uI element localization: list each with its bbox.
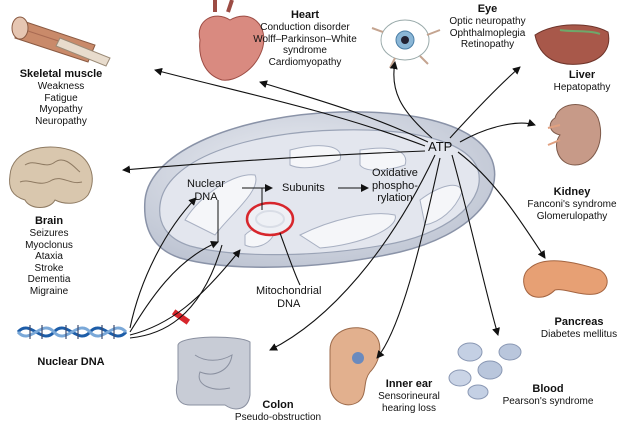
skeletal-muscle-label: Skeletal muscle Weakness Fatigue Myopath…	[6, 68, 116, 127]
eye-icon	[371, 19, 441, 69]
heart-item: Wolff–Parkinson–White	[253, 33, 357, 45]
dna-helix-icon	[16, 325, 128, 339]
inner-ear-label: Inner ear Sensorineural hearing loss	[368, 378, 450, 414]
subunits-label: Subunits	[282, 182, 325, 194]
oxphos-line3: rylation	[377, 192, 413, 204]
inner-ear-icon	[329, 327, 381, 406]
eye-title: Eye	[477, 3, 498, 15]
kidney-item: Glomerulopathy	[536, 210, 608, 222]
connector-arrows	[122, 61, 546, 359]
skeletal-muscle-item: Fatigue	[44, 92, 78, 104]
oxphos-line1: Oxidative	[372, 167, 418, 179]
nuclear-dna-line1: Nuclear	[187, 178, 225, 190]
colon-icon	[176, 336, 251, 410]
skeletal-muscle-item: Myopathy	[39, 104, 83, 115]
mtdna-ring	[245, 201, 295, 237]
blood-label: Blood Pearson's syndrome	[492, 383, 604, 408]
colon-title: Colon	[262, 399, 294, 411]
skeletal-muscle-icon	[11, 16, 111, 67]
brain-item: Seizures	[29, 228, 69, 239]
blood-title: Blood	[532, 383, 564, 395]
heart-title: Heart	[290, 9, 320, 21]
heart-item: Conduction disorder	[260, 22, 350, 33]
heart-item: Cardiomyopathy	[268, 56, 342, 68]
pancreas-icon	[523, 260, 608, 298]
brain-item: Dementia	[27, 274, 71, 285]
kidney-icon	[547, 104, 602, 166]
mito-dna-line2: DNA	[277, 297, 301, 310]
brain-label: Brain Seizures Myoclonus Ataxia Stroke D…	[8, 215, 90, 297]
brain-item: Migraine	[29, 285, 69, 297]
brain-item: Stroke	[34, 262, 64, 274]
skeletal-muscle-item: Neuropathy	[35, 115, 87, 127]
kidney-title: Kidney	[553, 186, 591, 198]
inner-ear-title: Inner ear	[385, 378, 433, 390]
oxphos-line2: phospho-	[372, 179, 418, 192]
skeletal-muscle-title: Skeletal muscle	[19, 68, 103, 80]
liver-label: Liver Hepatopathy	[540, 69, 624, 94]
pancreas-item: Diabetes mellitus	[540, 329, 618, 340]
atp-label: ATP	[428, 139, 453, 154]
colon-label: Colon Pseudo-obstruction	[222, 399, 334, 424]
brain-item: Ataxia	[35, 251, 63, 262]
heart-icon	[198, 0, 265, 81]
eye-item: Ophthalmoplegia	[449, 27, 526, 39]
eye-item: Retinopathy	[460, 39, 515, 50]
nuclear-dna-subunit-label: Nuclear DNA	[187, 178, 225, 203]
kidney-label: Kidney Fanconi's syndrome Glomerulopathy	[518, 186, 626, 222]
eye-label: Eye Optic neuropathy Ophthalmoplegia Ret…	[440, 3, 535, 51]
inner-ear-item: hearing loss	[382, 402, 436, 414]
kidney-item: Fanconi's syndrome	[527, 199, 617, 210]
brain-item: Myoclonus	[25, 239, 73, 251]
colon-item: Pseudo-obstruction	[234, 412, 322, 423]
nuclear-dna-label: Nuclear DNA	[16, 356, 126, 369]
liver-item: Hepatopathy	[553, 82, 611, 93]
brain-icon	[9, 146, 93, 208]
oxphos-label: Oxidative phospho- rylation	[372, 167, 418, 205]
heart-item: syndrome	[283, 45, 327, 56]
pancreas-label: Pancreas Diabetes mellitus	[530, 316, 628, 341]
eye-item: Optic neuropathy	[449, 16, 526, 27]
nuclear-dna-title: Nuclear DNA	[37, 356, 105, 368]
heart-label: Heart Conduction disorder Wolff–Parkinso…	[245, 9, 365, 68]
pancreas-title: Pancreas	[554, 316, 604, 328]
liver-title: Liver	[568, 69, 596, 81]
mito-dna-label: Mitochondrial DNA	[256, 285, 321, 310]
skeletal-muscle-item: Weakness	[37, 81, 85, 92]
inner-ear-item: Sensorineural	[378, 391, 440, 402]
mito-dna-line1: Mitochondrial	[256, 285, 322, 297]
blood-cells-icon	[448, 342, 522, 400]
brain-title: Brain	[34, 215, 64, 227]
blood-item: Pearson's syndrome	[502, 396, 594, 407]
nuclear-dna-line2: DNA	[194, 190, 218, 203]
liver-icon	[534, 24, 610, 65]
